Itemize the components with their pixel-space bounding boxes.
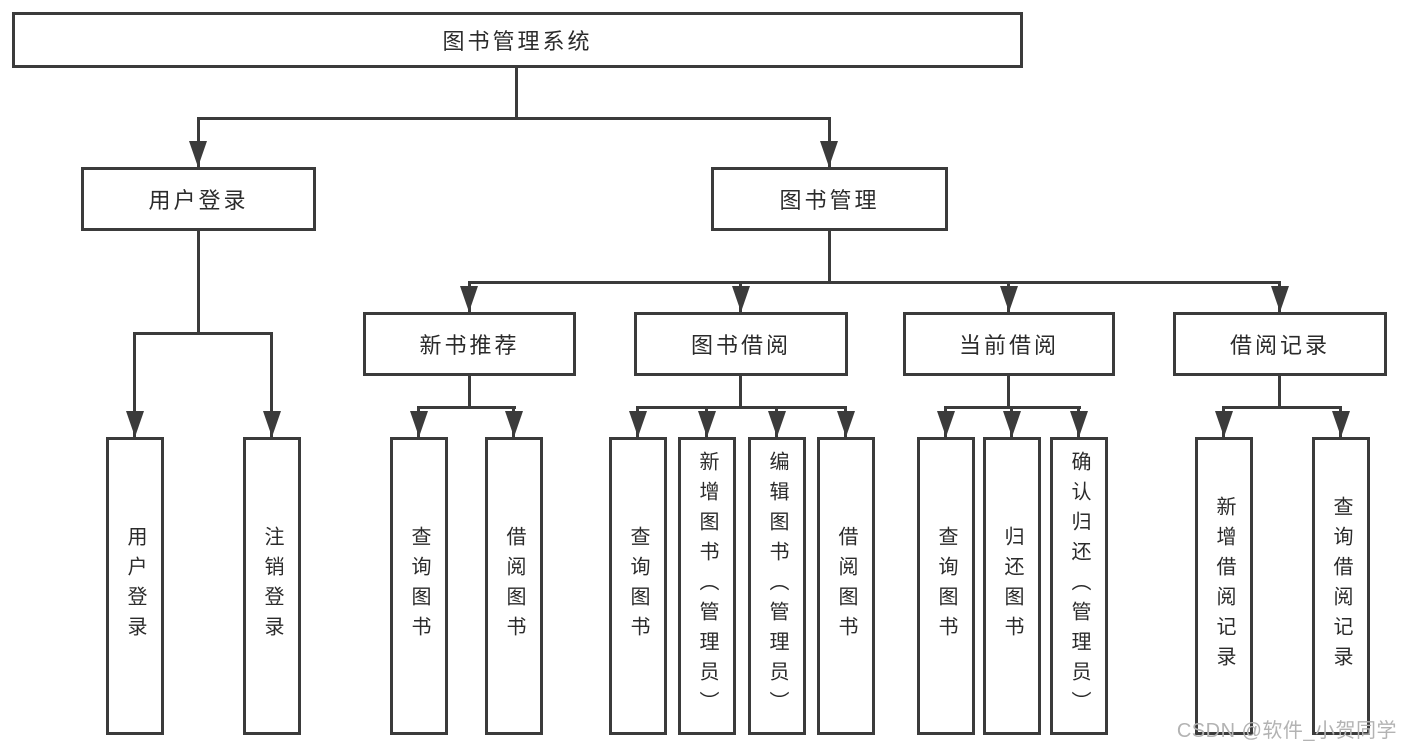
leaf-label: 查询图书: [408, 526, 430, 646]
arrow-down-icon: [937, 411, 955, 437]
arrow-down-icon: [410, 411, 428, 437]
node-label: 图书借阅: [690, 333, 791, 358]
leaf-label: 借阅图书: [503, 526, 525, 646]
node-current-borrow: 当前借阅: [903, 312, 1115, 376]
leaf-edit-books-admin: 编辑图书（管理员）: [748, 437, 806, 735]
connector-drop-leaf: [270, 332, 273, 437]
leaf-label: 编辑图书（管理员）: [766, 451, 788, 721]
node-label: 当前借阅: [958, 333, 1059, 358]
leaf-add-borrow-record: 新增借阅记录: [1195, 437, 1253, 735]
leaf-label: 查询借阅记录: [1330, 496, 1352, 676]
node-user-login: 用户登录: [81, 167, 316, 231]
arrow-down-icon: [1070, 411, 1088, 437]
arrow-down-icon: [460, 286, 478, 312]
node-book-management: 图书管理: [711, 167, 948, 231]
leaf-return-books: 归还图书: [983, 437, 1041, 735]
arrow-down-icon: [1271, 286, 1289, 312]
leaf-query-books-recommend: 查询图书: [390, 437, 448, 735]
arrow-down-icon: [837, 411, 855, 437]
leaf-query-books-current: 查询图书: [917, 437, 975, 735]
connector-root-stem: [515, 66, 518, 119]
arrow-down-icon: [1215, 411, 1233, 437]
node-borrow-records: 借阅记录: [1173, 312, 1387, 376]
leaf-label: 查询图书: [627, 526, 649, 646]
leaf-borrow-books-recommend: 借阅图书: [485, 437, 543, 735]
arrow-down-icon: [698, 411, 716, 437]
leaf-label: 新增图书（管理员）: [696, 451, 718, 721]
arrow-down-icon: [1332, 411, 1350, 437]
connector-book-borrow-bar: [636, 406, 847, 409]
leaf-add-books-admin: 新增图书（管理员）: [678, 437, 736, 735]
connector-user-login-stem: [197, 231, 200, 335]
node-library-management-system: 图书管理系统: [12, 12, 1023, 68]
arrow-down-icon: [1000, 286, 1018, 312]
arrow-down-icon: [189, 141, 207, 167]
connector-borrow-records-bar: [1222, 406, 1342, 409]
connector-current-borrow-stem: [1007, 374, 1010, 408]
arrow-down-icon: [732, 286, 750, 312]
leaf-query-books-borrow: 查询图书: [609, 437, 667, 735]
leaf-label: 借阅图书: [835, 526, 857, 646]
leaf-confirm-return-admin: 确认归还（管理员）: [1050, 437, 1108, 735]
connector-new-book-stem: [468, 374, 471, 408]
connector-root-bar: [197, 117, 831, 120]
node-label: 用户登录: [148, 188, 249, 213]
leaf-user-login: 用户登录: [106, 437, 164, 735]
connector-book-management-stem: [828, 231, 831, 284]
connector-new-book-bar: [417, 406, 516, 409]
node-label: 借阅记录: [1229, 333, 1330, 358]
arrow-down-icon: [1003, 411, 1021, 437]
leaf-logout: 注销登录: [243, 437, 301, 735]
node-new-book-recommend: 新书推荐: [363, 312, 576, 376]
arrow-down-icon: [126, 411, 144, 437]
leaf-borrow-books: 借阅图书: [817, 437, 875, 735]
watermark: CSDN @软件_小贺同学: [1176, 720, 1397, 742]
leaf-label: 注销登录: [261, 526, 283, 646]
arrow-down-icon: [505, 411, 523, 437]
node-label: 新书推荐: [419, 333, 520, 358]
arrow-down-icon: [768, 411, 786, 437]
connector-book-management-bar: [468, 281, 1281, 284]
leaf-query-borrow-record: 查询借阅记录: [1312, 437, 1370, 735]
node-label: 图书管理系统: [442, 29, 593, 54]
leaf-label: 查询图书: [935, 526, 957, 646]
node-label: 图书管理: [779, 188, 880, 213]
connector-drop-leaf: [133, 332, 136, 437]
connector-book-borrow-stem: [739, 374, 742, 408]
node-book-borrow: 图书借阅: [634, 312, 848, 376]
leaf-label: 新增借阅记录: [1213, 496, 1235, 676]
arrow-down-icon: [820, 141, 838, 167]
leaf-label: 用户登录: [124, 526, 146, 646]
arrow-down-icon: [629, 411, 647, 437]
leaf-label: 归还图书: [1001, 526, 1023, 646]
leaf-label: 确认归还（管理员）: [1068, 451, 1090, 721]
connector-borrow-records-stem: [1278, 374, 1281, 408]
connector-user-login-bar: [133, 332, 273, 335]
arrow-down-icon: [263, 411, 281, 437]
